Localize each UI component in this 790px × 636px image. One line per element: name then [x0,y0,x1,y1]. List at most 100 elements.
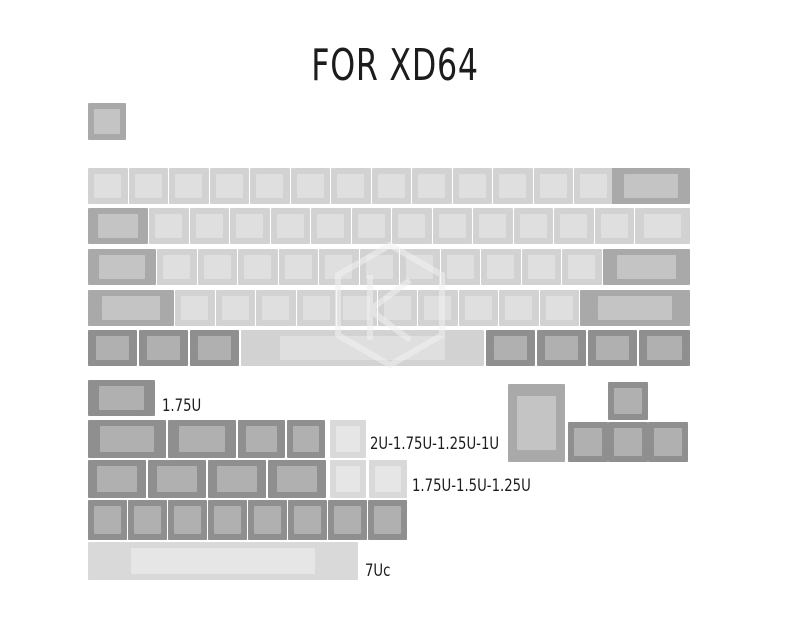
keycap-arrow-right [648,422,688,462]
keycap-alpha [157,249,197,285]
keycap-alpha [499,290,539,326]
keycap-1u-light [369,460,407,498]
keycap-top [493,335,528,361]
keycap-alpha [513,208,553,244]
keycap-top [254,506,281,534]
keycap-top [357,213,385,239]
keycap-backspace [612,168,690,204]
keycap-top [94,173,122,199]
keycap-alpha [418,290,458,326]
keycap-top [236,213,264,239]
keycap-extra [88,103,126,140]
keycap-1u [287,420,325,458]
keycap-arrow-down [608,422,648,462]
keycap-alpha [473,208,513,244]
keycap-top [545,295,573,321]
keycap-1u [368,500,407,540]
keycap-top [284,254,312,280]
keycap-top [479,213,507,239]
keycap-1u-light [330,420,366,458]
keycap-top [597,295,673,321]
keycap-alpha [574,168,614,204]
keycap-top [134,173,162,199]
keycap-alpha [250,168,290,204]
keycap-alpha [209,168,249,204]
keycap-alpha [278,249,318,285]
keycap-alpha [331,168,371,204]
keycap-top [214,506,241,534]
keycap-top [574,428,602,456]
keycap-1-75u [88,460,146,498]
keycap-alpha [88,168,128,204]
keycap-top [215,173,243,199]
keycap-1-75u [88,380,155,416]
keycap-top [654,428,682,456]
keycap-top [134,506,161,534]
keycap-alpha [594,208,634,244]
keycap-1-5u [148,460,206,498]
keycap-top [195,213,223,239]
keycap-alpha [270,208,310,244]
keycap-top [197,335,232,361]
keycap-top [335,466,361,492]
keycap-7u-spacebar [88,542,358,580]
keycap-top [337,173,365,199]
keycap-alpha [452,168,492,204]
keycap-1u [328,500,367,540]
keycap-alpha [392,208,432,244]
keycap-top [94,108,120,135]
keycap-alt [190,330,239,366]
keycap-top [519,213,547,239]
keycap-top [499,173,527,199]
keycap-top [614,388,642,414]
keycap-1-25u [208,460,266,498]
keycap-top [464,295,492,321]
keycap-2u [88,420,166,458]
keycap-alpha [296,290,336,326]
keycap-alpha [311,208,351,244]
keycap-top [600,213,628,239]
keycap-top [595,335,630,361]
keycap-alpha [128,168,168,204]
kbdfans-logo-watermark-icon [335,241,445,369]
keycap-1u [88,500,127,540]
label-2u-1-75u-1-25u-1u: 2U-1.75U-1.25U-1U [370,434,500,454]
keycap-top [568,254,596,280]
keycap-alpha [256,290,296,326]
keycap-top [256,173,284,199]
keycap-top [438,213,466,239]
keycap-mod [639,330,690,366]
keycap-1u [288,500,327,540]
keycap-alpha [197,249,237,285]
keycap-top [277,466,317,492]
keycap-top [294,506,321,534]
keycap-1-25u [268,460,326,498]
keycap-top [155,213,183,239]
keycap-1u [248,500,287,540]
keycap-alpha [371,168,411,204]
keycap-tab [88,208,148,244]
keycap-alpha [175,290,215,326]
keycap-top [377,173,405,199]
keycap-top [335,426,361,452]
keycap-top [174,506,201,534]
keycap-top [100,426,154,452]
keycap-top [446,254,474,280]
keycap-alpha [230,208,270,244]
keycap-top [580,173,608,199]
keycap-top [98,385,145,411]
keycap-alpha [149,208,189,244]
keycap-top [276,213,304,239]
label-7uc: 7Uc [365,561,391,581]
keycap-top [217,466,257,492]
keycap-top [375,466,401,492]
keycap-top [614,428,642,456]
keycap-top [487,254,515,280]
keycap-alpha [412,168,452,204]
keycap-top [616,254,676,280]
keycap-alpha [351,208,391,244]
keycap-alpha [189,208,229,244]
keycap-alpha [554,208,594,244]
keycap-top [262,295,290,321]
keycap-top [505,295,533,321]
